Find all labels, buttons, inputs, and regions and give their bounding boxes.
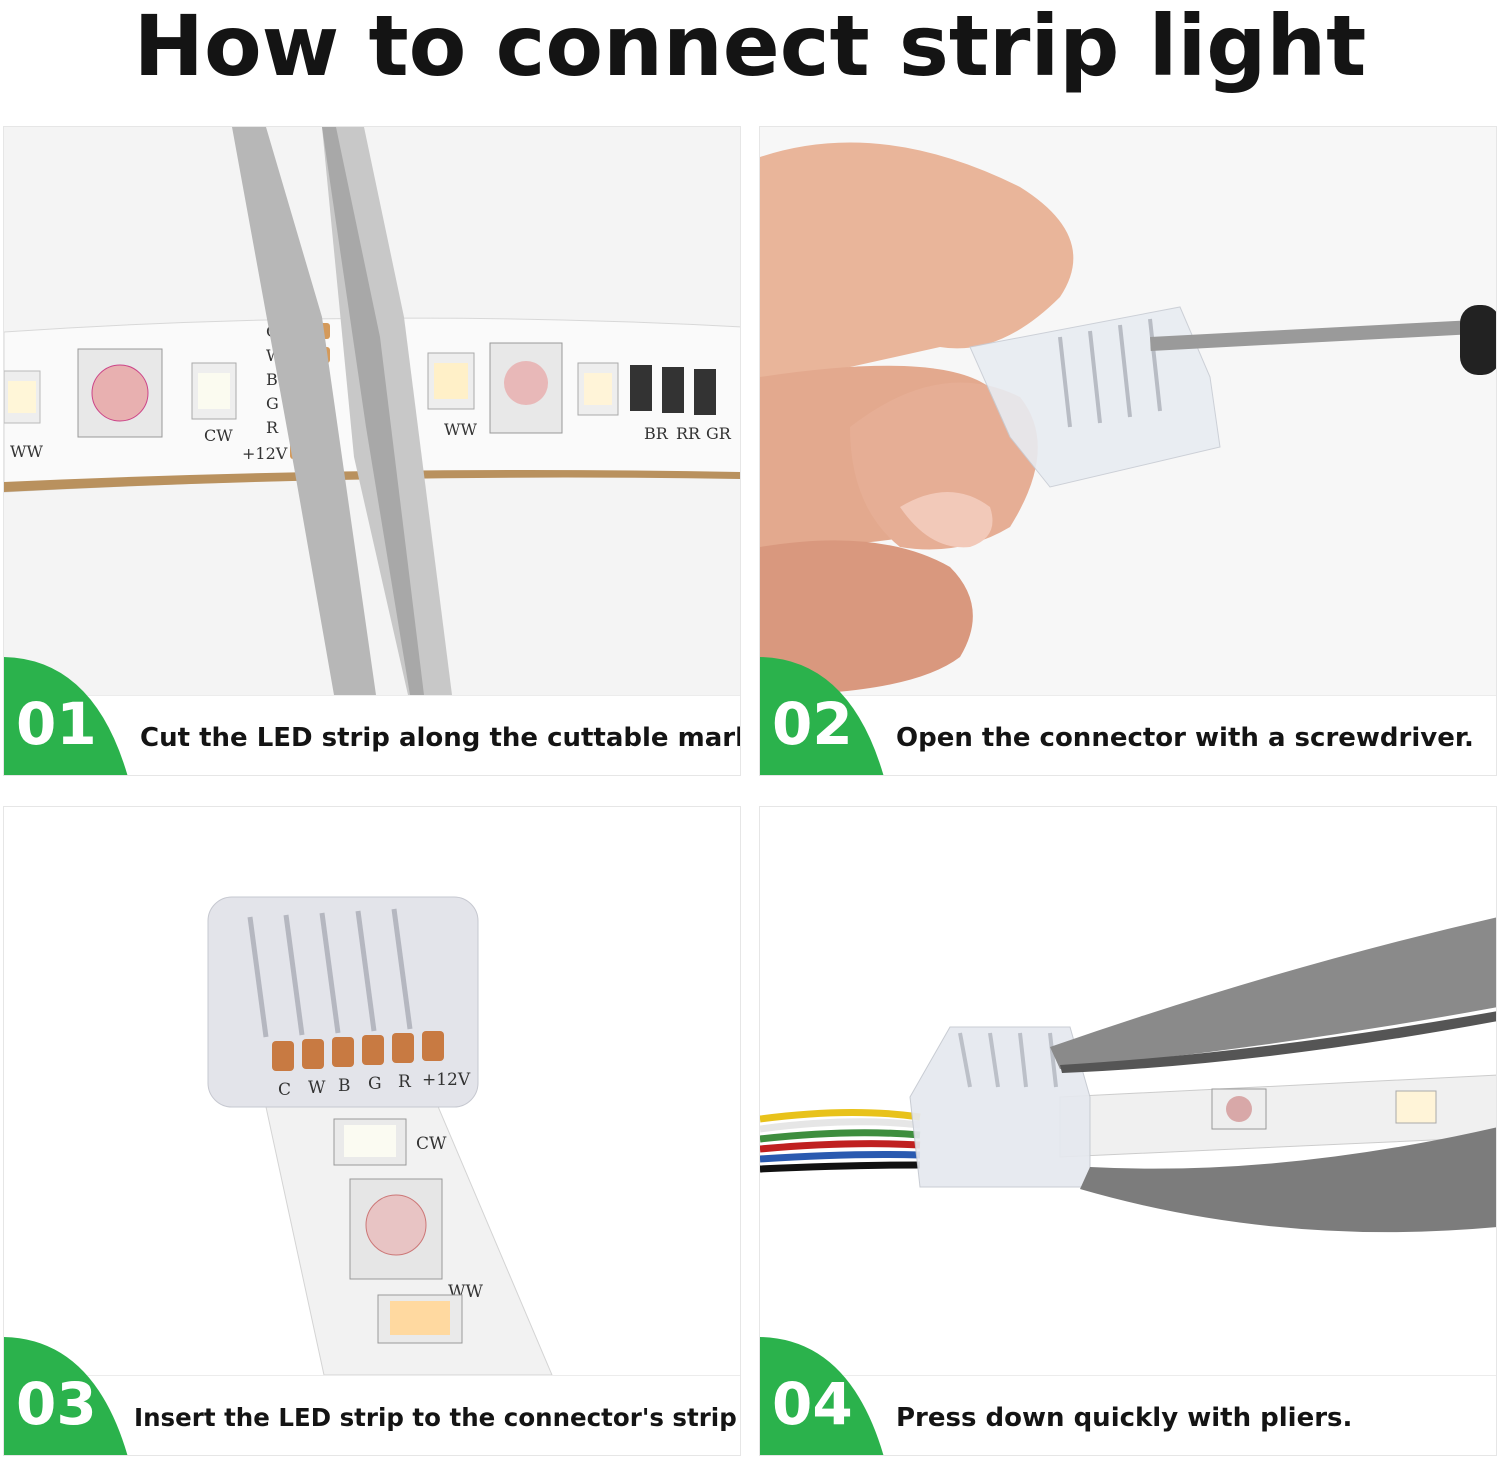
caption-bar [4, 1375, 740, 1455]
caption-bar [760, 1375, 1496, 1455]
caption-bar [4, 695, 740, 775]
pad-label: R [266, 418, 279, 437]
pin-label: C [278, 1080, 291, 1100]
step-panel-01: G W B G R +12V WW CW WW BR RR GR [3, 126, 741, 776]
step-instruction: Open the connector with a screwdriver. [896, 723, 1474, 753]
step-badge [4, 1337, 130, 1455]
step-badge [760, 1337, 886, 1455]
page-title: How to connect strip light [133, 0, 1367, 95]
pad-label: +12V [242, 444, 288, 463]
green-badge-shape [760, 1337, 884, 1455]
step-instruction: Press down quickly with pliers. [896, 1403, 1353, 1433]
pliers-pressing-connector-photo [760, 807, 1496, 1375]
step-number: 02 [772, 690, 853, 758]
step-instruction: Cut the LED strip along the cuttable mar… [140, 723, 741, 753]
pad-label: G [266, 394, 279, 413]
step-number: 01 [16, 690, 97, 758]
step-panel-03: C W B G R +12V CW WW 03 Insert the LED s… [3, 806, 741, 1456]
step-badge [4, 657, 130, 775]
green-badge-shape [4, 1337, 128, 1455]
resistor-label: BR [644, 424, 669, 443]
chip-label: WW [444, 420, 477, 439]
pin-label: B [338, 1076, 351, 1096]
step-panel-04: 04 Press down quickly with pliers. [759, 806, 1497, 1456]
pin-label: W [308, 1078, 326, 1098]
resistor-label: RR [676, 424, 701, 443]
green-badge-shape [760, 657, 884, 775]
resistor-label: GR [706, 424, 732, 443]
chip-label: WW [10, 442, 43, 461]
scissors-cutting-strip-photo: G W B G R +12V WW CW WW BR RR GR [4, 127, 740, 695]
strip-in-connector-photo: C W B G R +12V CW WW [4, 807, 740, 1375]
step-badge [760, 657, 886, 775]
pad-label: B [266, 370, 278, 389]
pin-label: G [368, 1074, 382, 1094]
screwdriver-opening-connector-photo [760, 127, 1496, 695]
pin-label: R [398, 1072, 412, 1092]
step-number: 04 [772, 1370, 853, 1438]
chip-label: CW [416, 1134, 447, 1154]
step-number: 03 [16, 1370, 97, 1438]
step-panel-02: 02 Open the connector with a screwdriver… [759, 126, 1497, 776]
caption-bar [760, 695, 1496, 775]
chip-label: CW [204, 426, 233, 445]
pin-label: +12V [422, 1070, 471, 1090]
step-instruction: Insert the LED strip to the connector's … [134, 1403, 741, 1432]
green-badge-shape [4, 657, 128, 775]
